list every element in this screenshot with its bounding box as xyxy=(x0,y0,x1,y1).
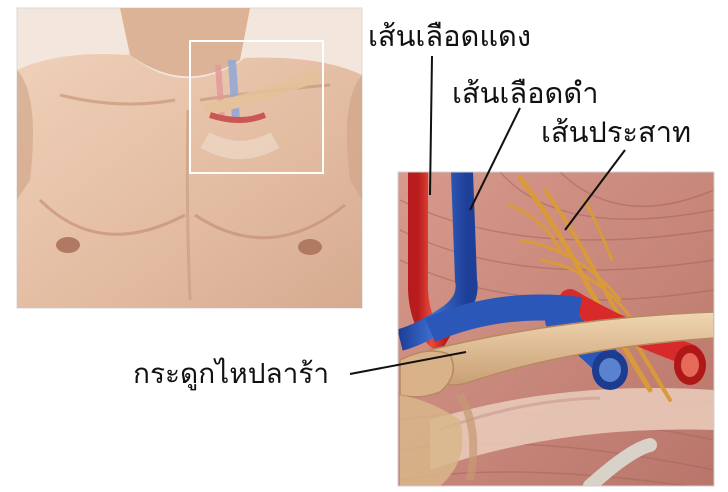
artery-label: เส้นเลือดแดง xyxy=(368,22,531,51)
clavicle-label: กระดูกไหปลาร้า xyxy=(133,360,329,388)
closeup-panel xyxy=(398,172,714,490)
vein-label: เส้นเลือดดำ xyxy=(452,79,599,108)
nerve-label: เส้นประสาท xyxy=(541,118,691,147)
left-nipple xyxy=(56,237,80,253)
right-nipple xyxy=(298,239,322,255)
torso-panel xyxy=(17,8,362,308)
